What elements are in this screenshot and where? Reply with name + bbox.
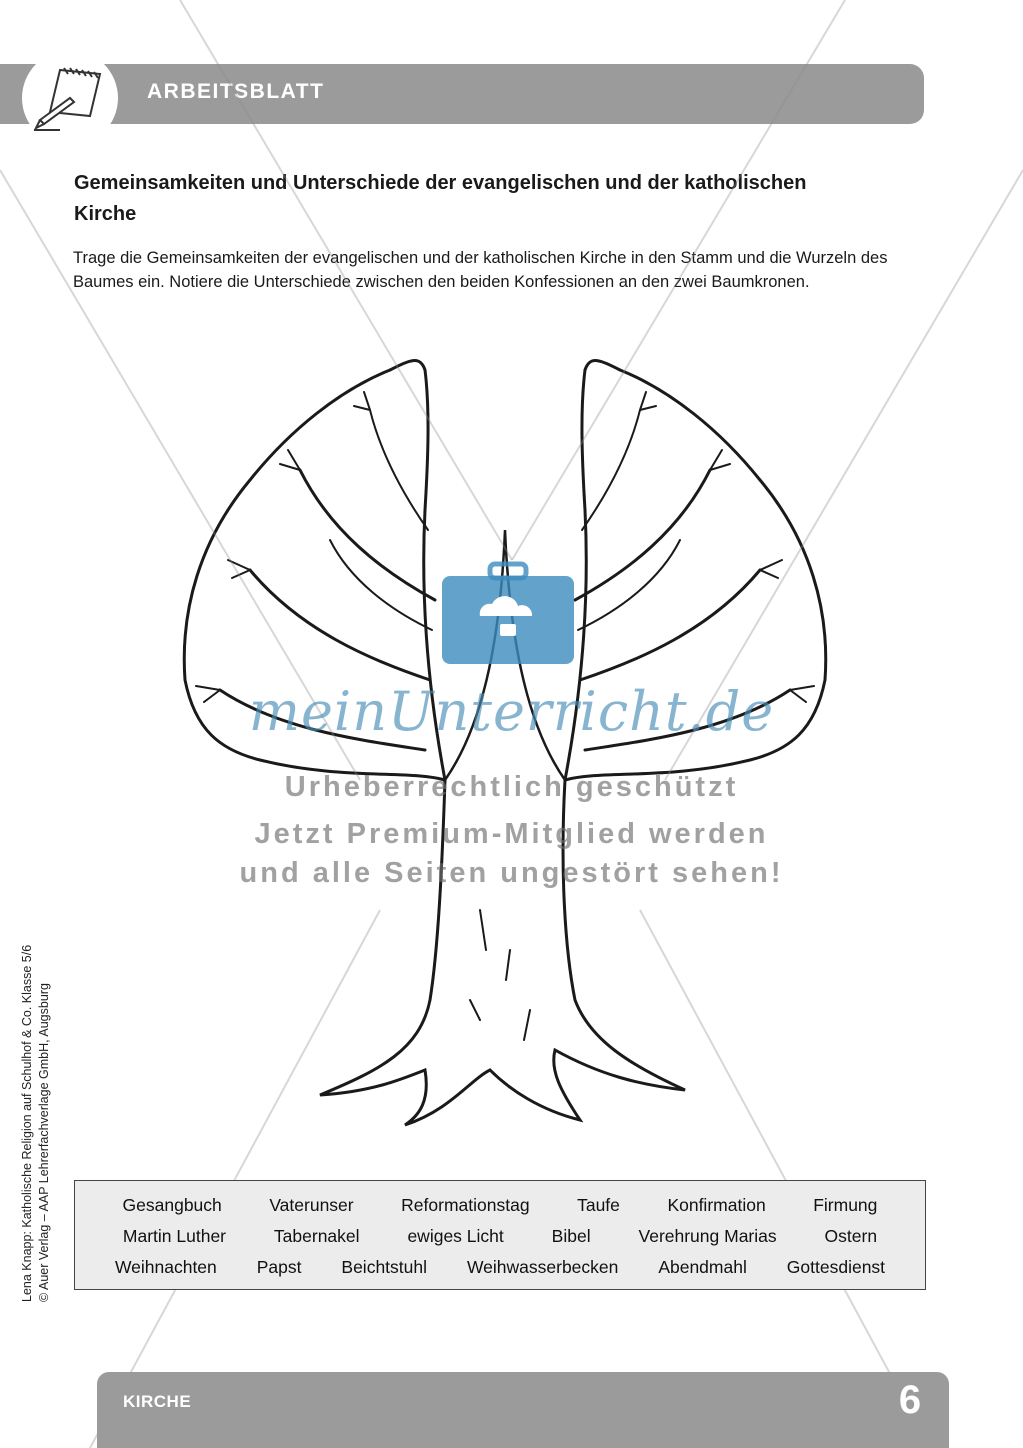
watermark-line-3: und alle Seiten ungestört sehen!	[239, 857, 784, 889]
page-number: 6	[898, 1378, 922, 1422]
word-bank-item: ewiges Licht	[407, 1226, 504, 1246]
word-bank-item: Tabernakel	[273, 1226, 360, 1246]
word-bank-item: Vaterunser	[269, 1195, 354, 1215]
footer-bar	[97, 1372, 949, 1448]
tree-illustration	[182, 359, 828, 1127]
word-bank-item: Papst	[256, 1257, 302, 1277]
footer-section-label: KIRCHE	[123, 1392, 192, 1411]
instructions-text: Trage die Gemeinsamkeiten der evangelisc…	[73, 249, 888, 291]
word-bank-item: Abendmahl	[658, 1257, 747, 1277]
word-bank-item: Martin Luther	[122, 1226, 227, 1246]
watermark-line-2: Jetzt Premium-Mitglied werden	[254, 818, 769, 850]
side-credit: Lena Knapp: Katholische Religion auf Sch…	[19, 832, 53, 1302]
watermark-brand: meinUnterricht.de	[248, 680, 775, 743]
word-bank-box: Gesangbuch Vaterunser Reformationstag Ta…	[74, 1180, 926, 1290]
word-bank-row-3: Weihnachten Papst Beichtstuhl Weihwasser…	[75, 1257, 925, 1278]
word-bank-item: Gesangbuch	[122, 1195, 222, 1215]
watermark-line-1: Urheberrechtlich geschützt	[284, 771, 739, 803]
credit-line-1: Lena Knapp: Katholische Religion auf Sch…	[20, 944, 34, 1302]
word-bank-item: Ostern	[824, 1226, 878, 1246]
word-bank-row-1: Gesangbuch Vaterunser Reformationstag Ta…	[75, 1195, 925, 1216]
word-bank-item: Verehrung Marias	[638, 1226, 777, 1246]
word-bank-item: Beichtstuhl	[341, 1257, 428, 1277]
cloud-briefcase-icon	[442, 561, 574, 664]
word-bank-item: Weihwasserbecken	[466, 1257, 619, 1277]
word-bank-item: Gottesdienst	[786, 1257, 886, 1277]
header-bar	[0, 64, 924, 124]
word-bank-item: Taufe	[577, 1195, 620, 1215]
page-title: Gemeinsamkeiten und Unterschiede der eva…	[74, 172, 807, 225]
word-bank-item: Weihnachten	[114, 1257, 217, 1277]
word-bank-row-2: Martin Luther Tabernakel ewiges Licht Bi…	[75, 1226, 925, 1247]
word-bank-item: Firmung	[813, 1195, 878, 1215]
word-bank-item: Bibel	[551, 1226, 591, 1246]
notepad-pen-icon	[22, 50, 118, 146]
word-bank-item: Konfirmation	[667, 1195, 766, 1215]
word-bank-item: Reformationstag	[401, 1195, 530, 1215]
header-title: ARBEITSBLATT	[147, 80, 325, 103]
credit-line-2: © Auer Verlag – AAP Lehrerfachverlage Gm…	[37, 983, 51, 1302]
